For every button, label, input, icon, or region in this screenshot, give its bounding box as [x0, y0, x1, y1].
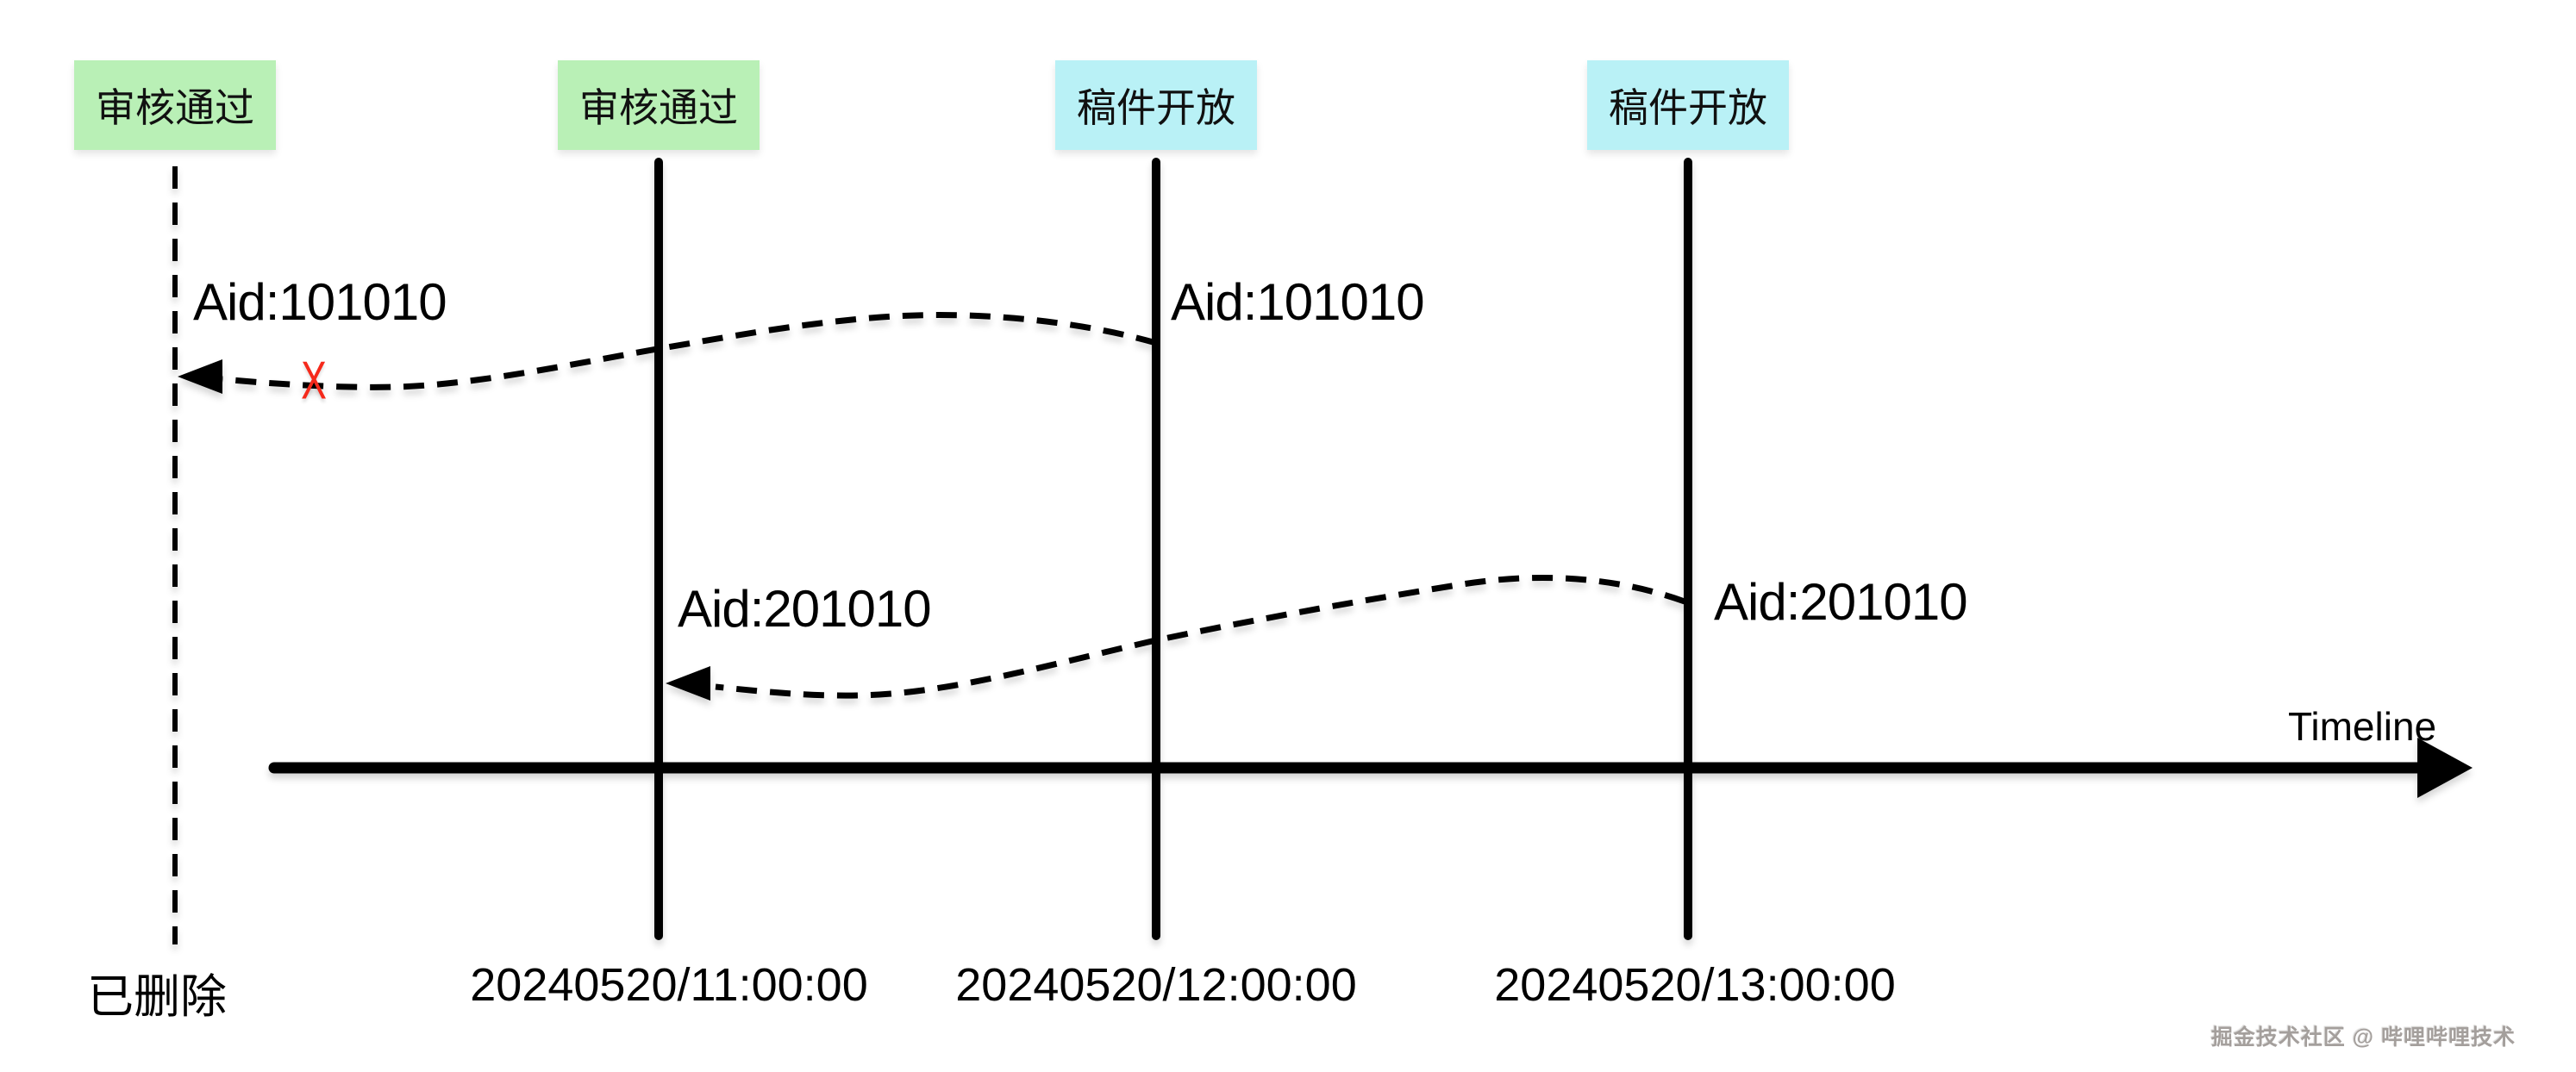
watermark: 掘金技术社区 @ 哔哩哔哩技术 — [2210, 1025, 2516, 1050]
timeline-axis-label: Timeline — [2288, 704, 2437, 749]
flow-arrowhead-101010-icon — [178, 359, 222, 394]
blocked-x-icon: X — [301, 351, 327, 411]
aid-label-201010-source: Aid:201010 — [1714, 573, 1968, 631]
event-time-label-11-00: 20240520/11:00:00 — [470, 959, 868, 1011]
status-badge-audit-passed-2: 审核通过 — [558, 60, 760, 150]
status-badge-open-1: 稿件开放 — [1055, 60, 1257, 150]
status-badge-audit-passed-1: 审核通过 — [74, 60, 276, 150]
flow-arrowhead-201010-icon — [666, 666, 710, 701]
aid-label-101010-source: Aid:101010 — [1171, 273, 1425, 331]
event-time-label-deleted: 已删除 — [87, 971, 227, 1023]
timeline-arrowhead-icon — [2417, 738, 2473, 798]
flow-arrow-201010 — [715, 575, 1686, 699]
status-badge-open-2: 稿件开放 — [1587, 60, 1789, 150]
event-time-label-12-00: 20240520/12:00:00 — [955, 959, 1357, 1011]
flow-arrow-101010 — [222, 312, 1157, 390]
aid-label-201010-target: Aid:201010 — [678, 580, 932, 638]
event-time-label-13-00: 20240520/13:00:00 — [1494, 959, 1896, 1011]
aid-label-101010-target: Aid:101010 — [193, 273, 447, 331]
